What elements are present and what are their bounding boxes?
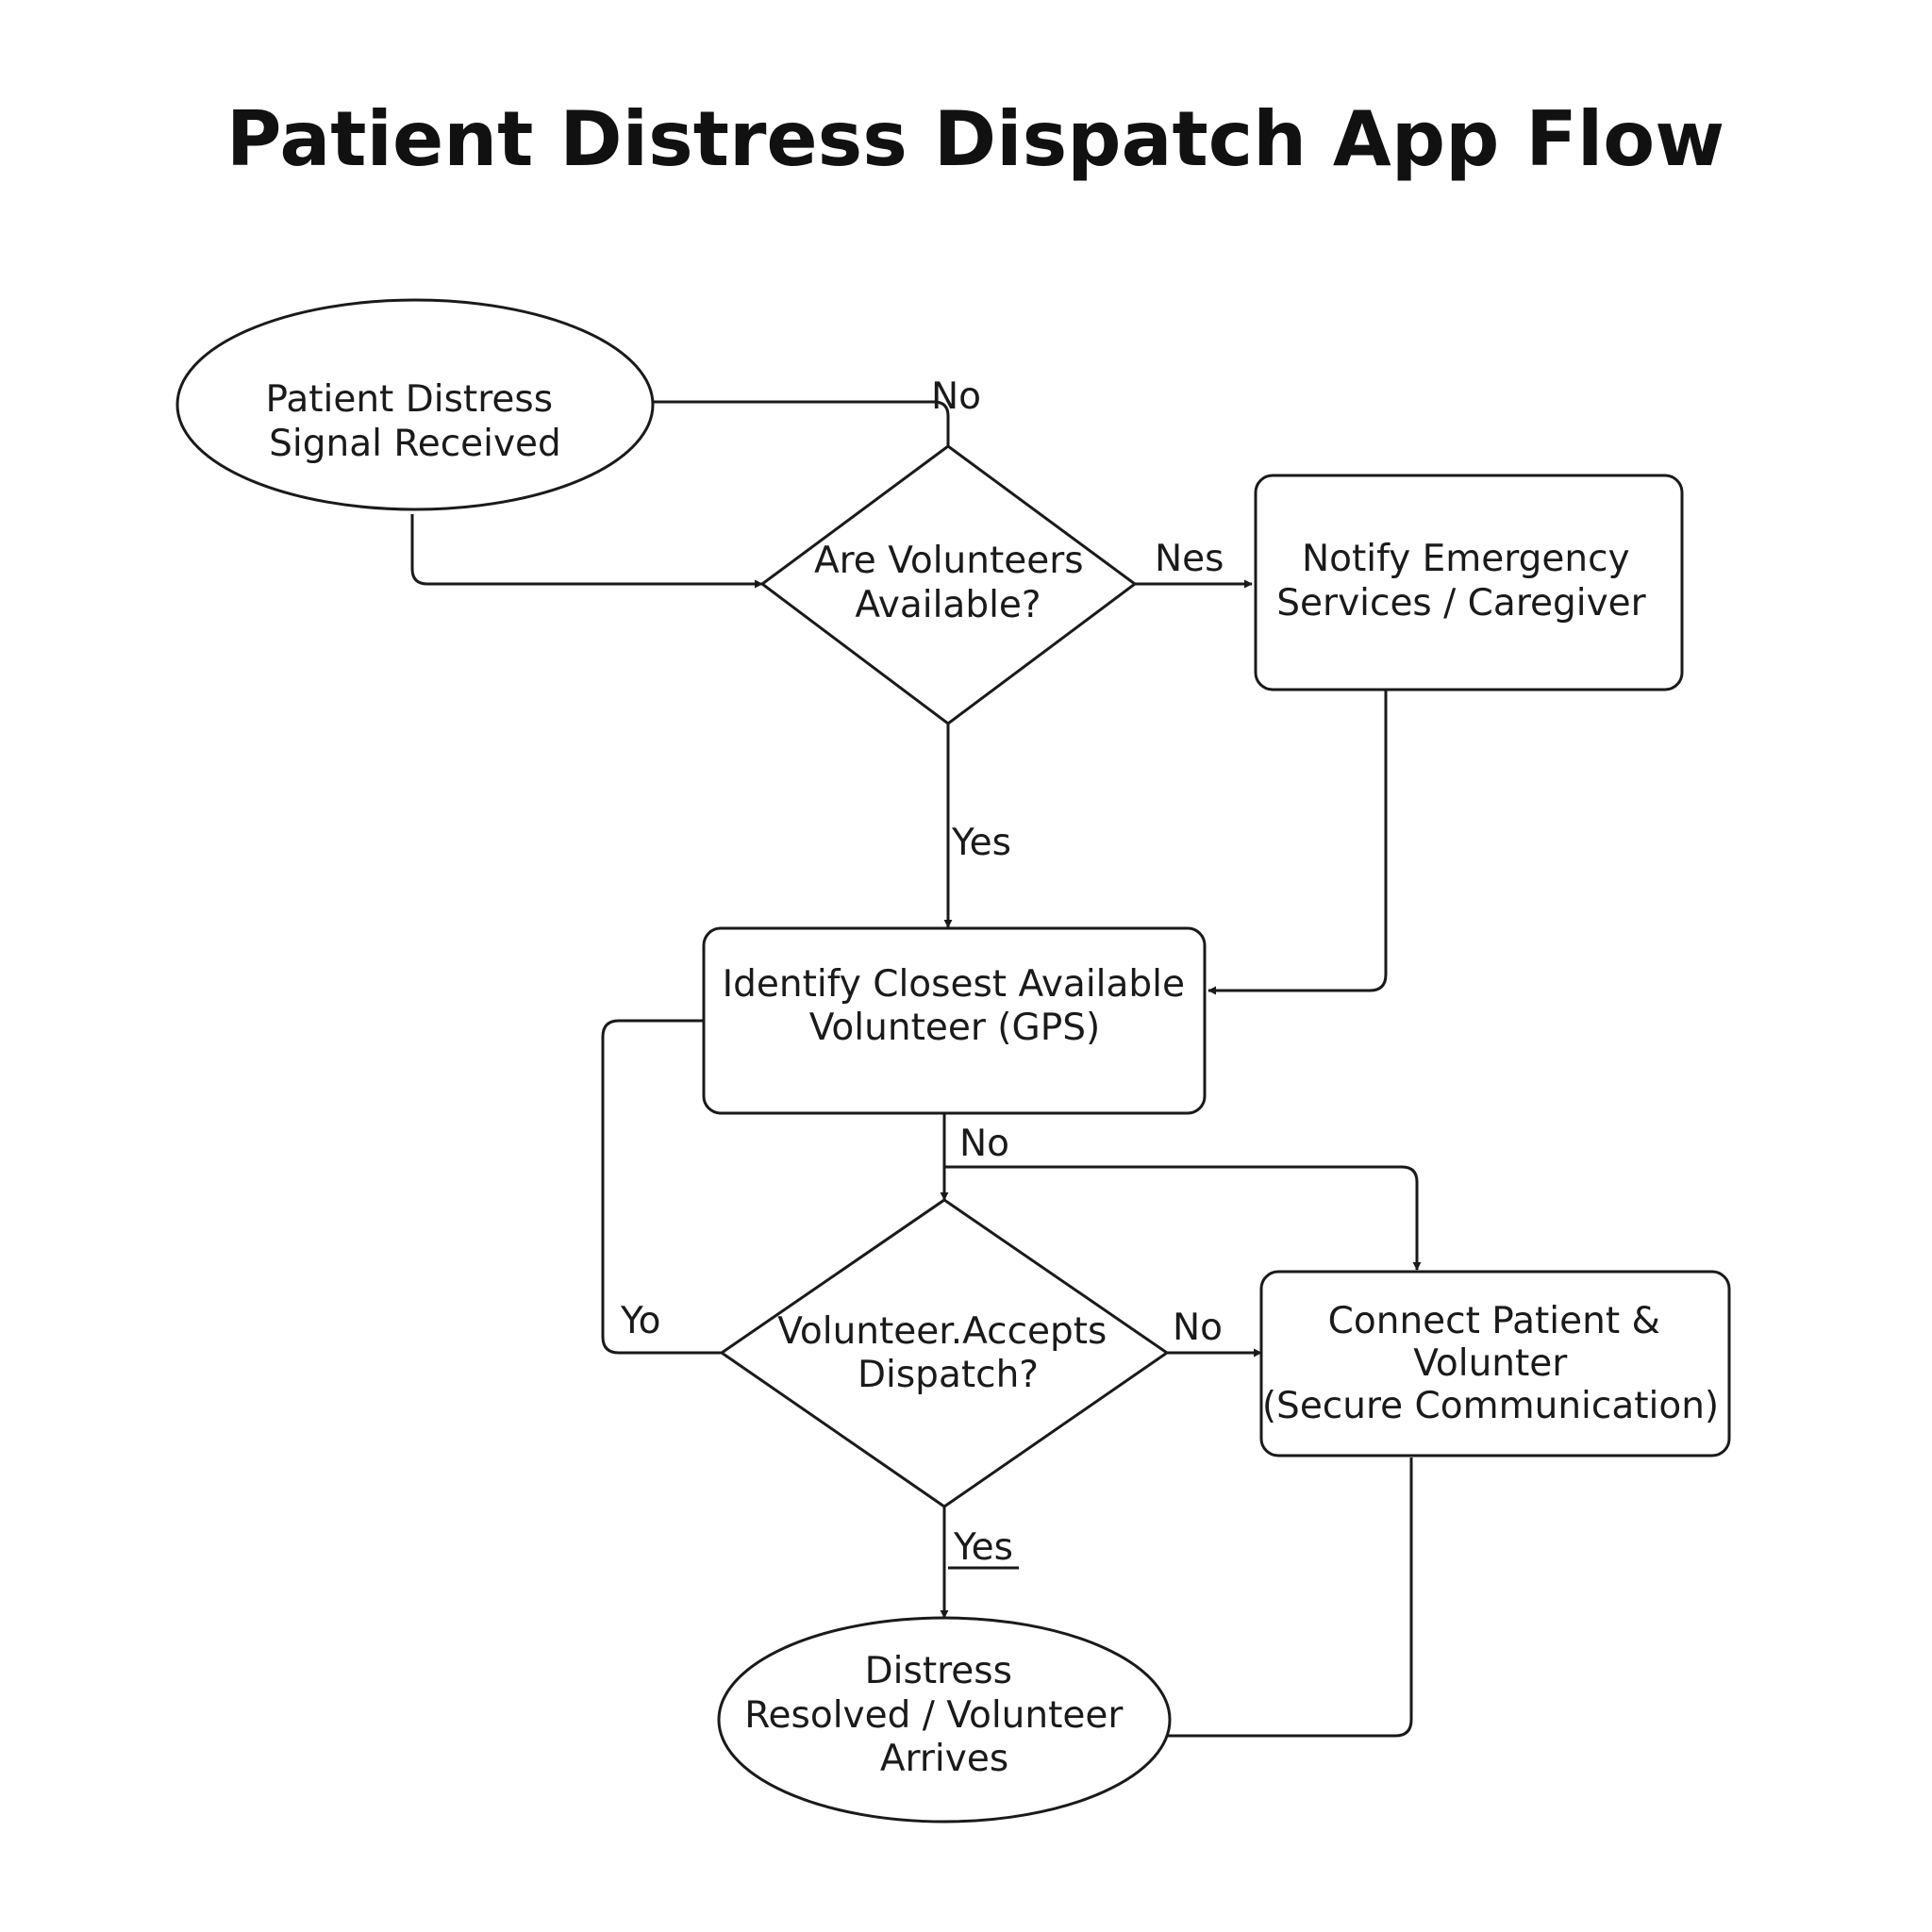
- node-notify-label: Notify Emergency Services / Caregiver: [1276, 538, 1646, 625]
- node-decision-accept-line-1: Volunteer.Accepts: [777, 1310, 1107, 1353]
- node-decision-accept: [719, 1198, 1170, 1508]
- edge-label-yo: Yo: [620, 1300, 661, 1342]
- node-start-label: Patient Distress Signal Received: [266, 378, 565, 465]
- node-identify-line-1: Identify Closest Available: [723, 963, 1185, 1006]
- node-identify-line-2: Volunteer (GPS): [809, 1007, 1100, 1049]
- node-end-line-2: Resolved / Volunteer: [744, 1694, 1124, 1737]
- node-identify: [702, 926, 1207, 1115]
- node-connect-line-3: (Secure Communication): [1262, 1385, 1719, 1427]
- node-decision-accept-label: Volunteer.Accepts Dispatch?: [777, 1310, 1119, 1396]
- edge-label-yes-1: Yes: [951, 822, 1011, 864]
- node-decision-volunteers-line-1: Are Volunteers: [814, 540, 1084, 582]
- node-notify-line-2: Services / Caregiver: [1276, 582, 1646, 625]
- node-end: [717, 1616, 1172, 1824]
- node-start-line-2: Signal Received: [269, 423, 561, 465]
- edge-label-no-3: No: [1173, 1307, 1223, 1349]
- edge-label-top-no: No: [931, 375, 981, 418]
- node-notify-line-1: Notify Emergency: [1302, 538, 1630, 580]
- edge-label-no-2: No: [959, 1123, 1009, 1165]
- node-identify-label: Identify Closest Available Volunteer (GP…: [723, 963, 1197, 1049]
- edge-label-nes: Nes: [1155, 538, 1224, 580]
- node-connect-label: Connect Patient & Volunter (Secure Commu…: [1262, 1300, 1719, 1427]
- diagram-title: Patient Distress Dispatch App Flow: [226, 95, 1724, 183]
- node-end-label: Distress Resolved / Volunteer Arrives: [744, 1650, 1135, 1780]
- node-start-line-1: Patient Distress: [266, 378, 553, 421]
- edge-connect-to-end: [1167, 1457, 1413, 1738]
- node-end-line-3: Arrives: [880, 1738, 1008, 1780]
- node-decision-volunteers-label: Are Volunteers Available?: [814, 540, 1095, 626]
- node-connect-line-1: Connect Patient &: [1328, 1300, 1660, 1342]
- node-connect: [1259, 1270, 1731, 1457]
- edge-identify-loop-to-decision2: [601, 1019, 722, 1355]
- edge-start-to-decision-left: [410, 514, 763, 589]
- node-decision-volunteers: [759, 444, 1138, 725]
- edge-label-yes-2: Yes: [953, 1526, 1013, 1569]
- edge-notify-to-identify: [1208, 690, 1388, 995]
- node-notify: [1254, 474, 1684, 691]
- node-connect-line-2: Volunter: [1413, 1342, 1568, 1385]
- node-start: [175, 298, 655, 511]
- edge-no-to-connect: [944, 1165, 1422, 1271]
- node-decision-volunteers-line-2: Available?: [855, 584, 1041, 626]
- edge-start-to-decision-top: [651, 400, 950, 446]
- node-end-line-1: Distress: [865, 1650, 1012, 1692]
- node-decision-accept-line-2: Dispatch?: [858, 1354, 1039, 1396]
